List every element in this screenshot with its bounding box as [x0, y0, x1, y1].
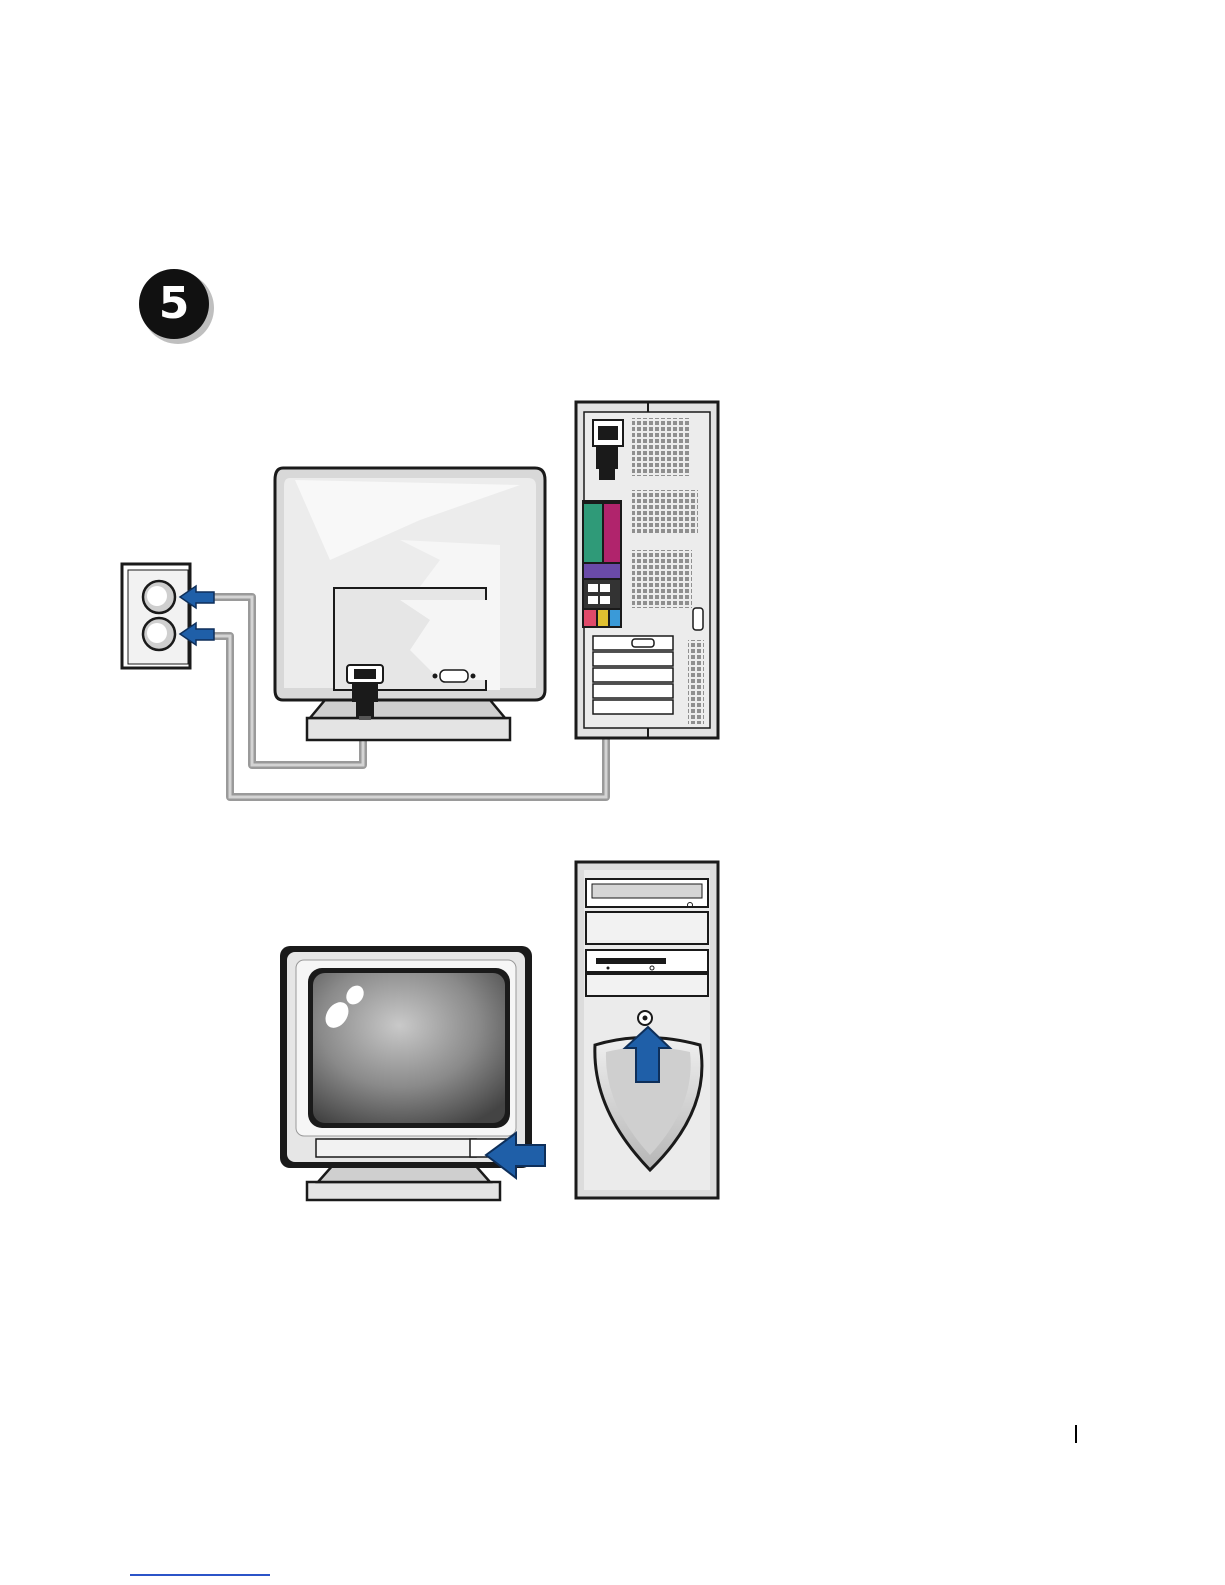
- rear-io-panel: [582, 500, 622, 628]
- outlet-socket-top: [143, 581, 175, 613]
- monitor-back: [275, 468, 545, 740]
- computer-power-button: [638, 1011, 652, 1025]
- monitor-power-connector: [347, 665, 383, 683]
- wall-outlet: [122, 564, 190, 668]
- optical-drive-bay: [586, 879, 708, 908]
- outlet-socket-bottom: [143, 618, 175, 650]
- footer-link-underline: [130, 1574, 270, 1576]
- page-number-divider: [1075, 1425, 1077, 1443]
- floppy-drive-bay: [586, 950, 708, 972]
- computer-power-plug: [596, 447, 618, 480]
- computer-power-socket: [593, 420, 623, 446]
- expansion-slots: [593, 636, 673, 714]
- computer-back: [576, 402, 718, 738]
